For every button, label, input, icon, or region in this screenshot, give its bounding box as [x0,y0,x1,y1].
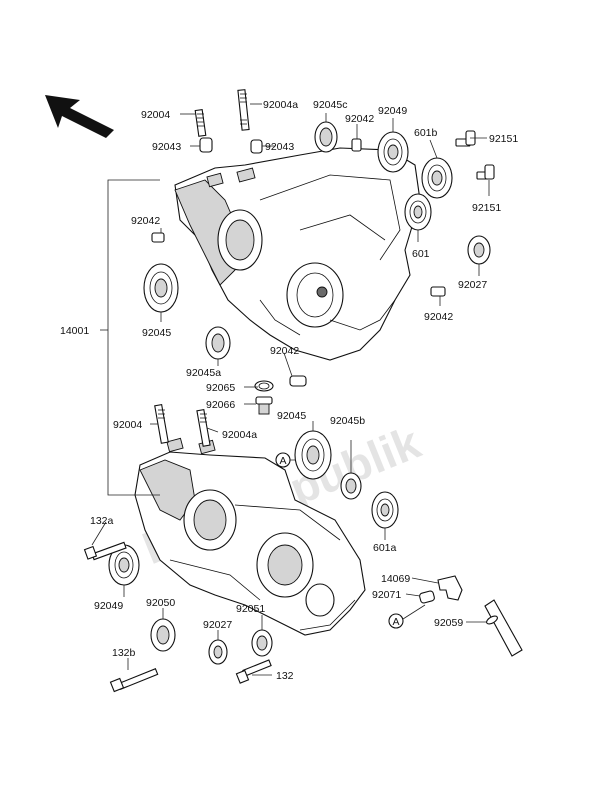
label-92045-mid: 92045 [277,410,306,422]
label-92027-right: 92027 [458,279,487,291]
bolt-132b-icon [109,668,159,693]
label-92050: 92050 [146,597,175,609]
label-92151-bottom: 92151 [472,202,501,214]
bearing-601a-icon [371,491,399,529]
elbow-fitting-14069-icon [437,575,463,601]
label-92042-mid: 92042 [270,345,299,357]
label-92045-left: 92045 [142,327,171,339]
stud-92004-top-icon [194,108,207,137]
label-14001: 14001 [60,325,89,337]
bearing-92045-left-icon [143,263,179,313]
label-132b: 132b [112,647,136,659]
bearing-92045a-icon [205,326,231,360]
bolt-132-icon [235,659,272,684]
label-92042-top: 92042 [345,113,374,125]
reference-marker-a-lower: A [388,604,426,629]
label-92049-top: 92049 [378,105,407,117]
seal-92027-bottom-icon [208,639,228,665]
label-92045a: 92045a [186,367,221,379]
label-601a: 601a [373,542,397,554]
pin-92042-top-icon [351,138,362,152]
label-601b: 601b [414,127,438,139]
label-92051: 92051 [236,603,265,615]
bearing-92045c-icon [314,121,338,153]
pin-92042-left-icon [151,232,165,243]
label-92027-bottom: 92027 [203,619,232,631]
seal-92049-top-icon [377,131,409,173]
pin-92042-mid-icon [289,375,307,387]
bearing-92045-mid-icon [294,430,332,480]
seal-92050-icon [150,618,176,652]
reference-marker-a-upper: A [275,452,320,468]
label-92045b: 92045b [330,415,365,427]
label-92049-bottom: 92049 [94,600,123,612]
label-601: 601 [412,248,430,260]
bearing-92045b-icon [340,472,362,500]
breather-hose-92059-icon [484,599,523,657]
label-92042-right: 92042 [424,311,453,323]
label-92065: 92065 [206,382,235,394]
label-92059: 92059 [434,617,463,629]
pin-92042-right-icon [430,286,446,297]
label-92043-right: 92043 [265,141,294,153]
label-92042-left: 92042 [131,215,160,227]
label-92004a-bottom: 92004a [222,429,257,441]
label-92043-left: 92043 [152,141,181,153]
label-92066: 92066 [206,399,235,411]
label-92004-top: 92004 [141,109,170,121]
part-labels: 92004 92004a 92045c 92049 92043 92043 92… [60,99,518,682]
drain-plug-92066-icon [255,396,273,415]
seal-92051-icon [251,629,273,657]
bearing-601b-icon [421,157,453,199]
seal-92027-right-icon [467,235,491,265]
label-92004a-top: 92004a [263,99,298,111]
label-92071: 92071 [372,589,401,601]
lower-crankcase-half [134,437,366,636]
bolt-92151-top-icon [455,130,476,147]
label-92151-top: 92151 [489,133,518,145]
label-92045c: 92045c [313,99,347,111]
stud-92004-bottom-icon [154,403,169,444]
dowel-92043-left-icon [199,137,213,153]
clamp-92071-icon [419,590,435,604]
label-14069: 14069 [381,573,410,585]
label-132a: 132a [90,515,114,527]
gasket-92065-icon [254,380,274,392]
label-132: 132 [276,670,294,682]
bolt-92151-bottom-icon [476,164,495,180]
stud-92004a-bottom-icon [196,408,211,447]
svg-text:A: A [392,616,399,628]
leader-lines [91,103,490,676]
bolt-132a-icon [83,541,127,561]
front-direction-arrow-icon [45,95,114,138]
dowel-92043-right-icon [250,139,263,154]
bearing-601-icon [404,193,432,231]
stud-92004a-top-icon [237,89,250,131]
label-92004-bottom: 92004 [113,419,142,431]
svg-text:A: A [279,455,286,467]
upper-crankcase-half [174,147,421,361]
